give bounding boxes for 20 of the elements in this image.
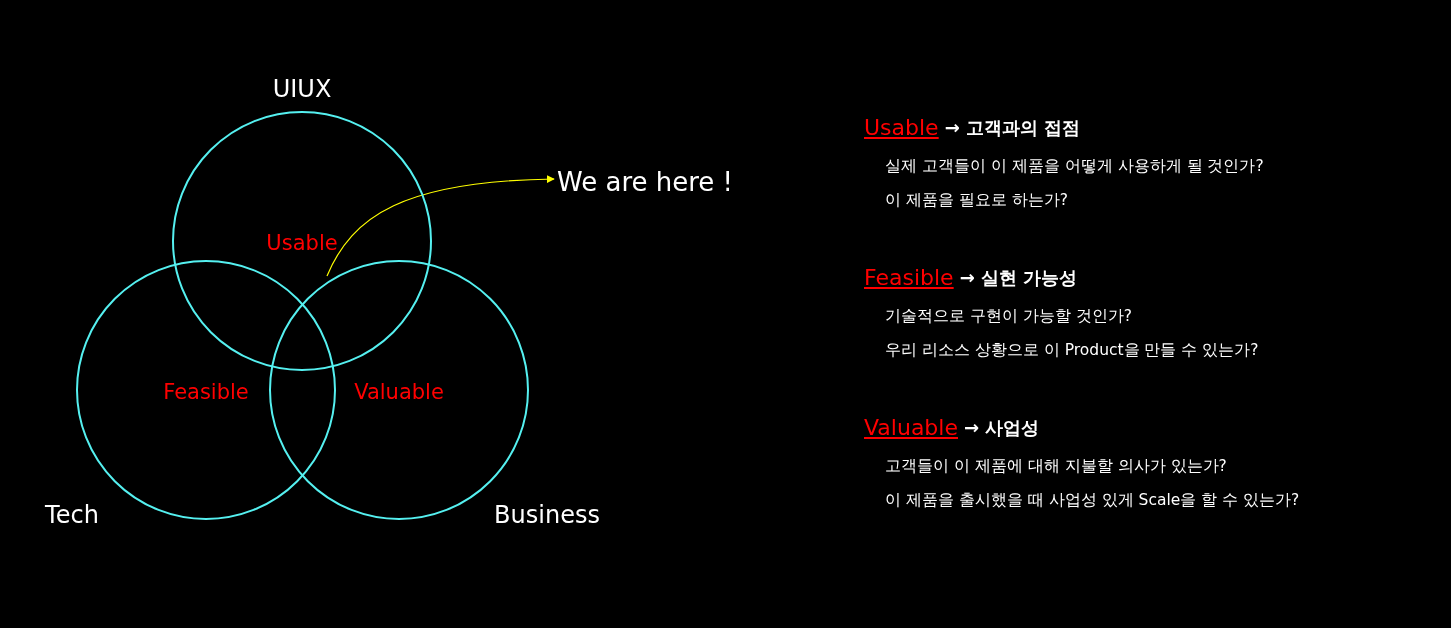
region-label: Valuable: [354, 380, 444, 404]
term-description: → 사업성: [964, 416, 1040, 440]
term-label: Usable: [864, 114, 939, 140]
question-text: 고객들이 이 제품에 대해 지불할 의사가 있는가?: [885, 455, 1227, 477]
callout-text: We are here !: [557, 164, 734, 200]
circle-title: Business: [494, 501, 600, 529]
region-label: Feasible: [163, 380, 249, 404]
term-description: → 실현 가능성: [959, 266, 1078, 290]
circle-title: UIUX: [272, 75, 332, 103]
term-description: → 고객과의 접점: [944, 116, 1081, 140]
term-label: Feasible: [864, 264, 954, 290]
curved-arrow: [326, 175, 555, 277]
circle-title: Tech: [45, 501, 99, 529]
term-label: Valuable: [864, 414, 958, 440]
question-text: 우리 리소스 상황으로 이 Product을 만들 수 있는가?: [885, 339, 1259, 361]
question-text: 기술적으로 구현이 가능할 것인가?: [885, 305, 1132, 327]
question-text: 이 제품을 출시했을 때 사업성 있게 Scale을 할 수 있는가?: [885, 489, 1300, 511]
region-label: Usable: [266, 231, 338, 255]
question-text: 이 제품을 필요로 하는가?: [885, 189, 1068, 211]
question-text: 실제 고객들이 이 제품을 어떻게 사용하게 될 것인가?: [885, 155, 1264, 177]
